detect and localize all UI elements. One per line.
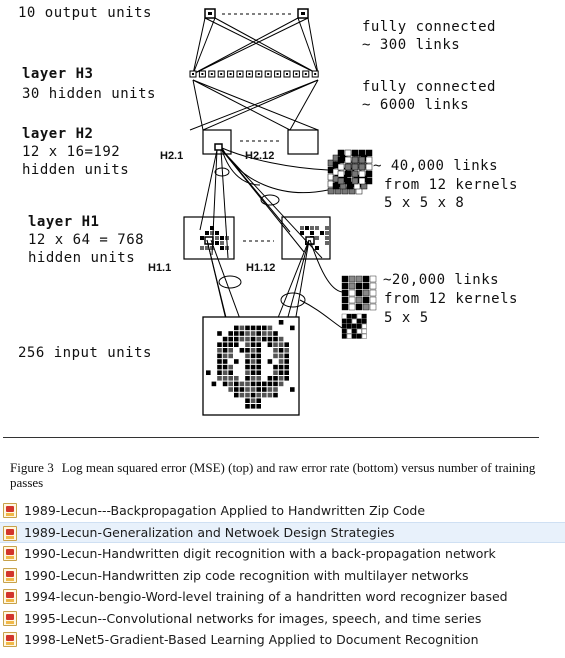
h1-dims-label: 12 x 64 = 768	[28, 232, 145, 248]
h2-kernel-cube	[327, 149, 373, 195]
pdf-file-icon	[3, 632, 17, 647]
figure-number: Figure 3	[10, 460, 54, 475]
h1-title: layer H1	[28, 214, 100, 230]
conn-mid-line2: ~ 6000 links	[362, 97, 470, 113]
file-item-1995-convolutional[interactable]: 1995-Lecun--Convolutional networks for i…	[0, 608, 565, 630]
conn-top-line1: fully connected	[362, 19, 496, 35]
h2-units-label: hidden units	[22, 162, 130, 178]
file-item-1990-handwritten-zip[interactable]: 1990-Lecun-Handwritten zip code recognit…	[0, 565, 565, 587]
h1-kernel-large	[341, 275, 377, 311]
h2-links-line3: 5 x 5 x 8	[384, 195, 465, 211]
input-units-label: 256 input units	[18, 345, 152, 361]
h1-links-line3: 5 x 5	[384, 310, 429, 326]
h1-1-label: H1.1	[148, 262, 172, 274]
output-units-label: 10 output units	[18, 5, 152, 21]
h2-1-label: H2.1	[160, 150, 184, 162]
h2-dims-label: 12 x 16=192	[22, 144, 121, 160]
h1-units-label: hidden units	[28, 250, 136, 266]
pdf-file-icon	[3, 567, 17, 583]
file-item-label: 1994-lecun-bengio-Word-level training of…	[24, 589, 508, 605]
h2-map-last	[287, 129, 319, 155]
file-item-label: 1990-Lecun-Handwritten zip code recognit…	[24, 567, 469, 583]
divider	[3, 437, 539, 438]
file-item-1998-lenet5[interactable]: 1998-LeNet5-Gradient-Based Learning Appl…	[0, 629, 565, 651]
h1-12-label: H1.12	[246, 262, 276, 274]
h2-links-line1: ~ 40,000 links	[373, 158, 499, 174]
pdf-file-icon	[3, 503, 17, 518]
file-item-label: 1989-Lecun---Backpropagation Applied to …	[24, 503, 426, 519]
figure-caption-text: Log mean squared error (MSE) (top) and r…	[10, 460, 536, 490]
file-item-1989-backpropagation[interactable]: 1989-Lecun---Backpropagation Applied to …	[0, 500, 565, 522]
file-list: 1989-Lecun---Backpropagation Applied to …	[0, 500, 565, 651]
file-item-label: 1998-LeNet5-Gradient-Based Learning Appl…	[24, 632, 479, 648]
output-h3-connections	[192, 17, 319, 75]
file-item-label: 1989-Lecun-Generalization and Netwoek De…	[24, 524, 395, 540]
h3-units-label: 30 hidden units	[22, 86, 156, 102]
h2-links-line2: from 12 kernels	[384, 177, 518, 193]
file-item-label: 1990-Lecun-Handwritten digit recognition…	[24, 546, 496, 562]
h1-kernel-small	[341, 313, 367, 339]
pdf-file-icon	[3, 546, 17, 561]
h1-links-line2: from 12 kernels	[384, 291, 518, 307]
conn-mid-line1: fully connected	[362, 79, 496, 95]
h3-unit-row	[189, 70, 319, 78]
pdf-file-icon	[3, 525, 17, 541]
file-item-1990-handwritten-digit[interactable]: 1990-Lecun-Handwritten digit recognition…	[0, 543, 565, 565]
file-item-label: 1995-Lecun--Convolutional networks for i…	[24, 610, 482, 626]
h2-12-label: H2.12	[245, 150, 275, 162]
h2-title: layer H2	[22, 126, 94, 142]
file-item-1989-generalization[interactable]: 1989-Lecun-Generalization and Netwoek De…	[0, 521, 565, 543]
h2-h1-receptive-lines	[199, 149, 323, 259]
network-diagram	[183, 8, 377, 416]
pdf-file-icon	[3, 610, 17, 626]
conn-top-line2: ~ 300 links	[362, 37, 461, 53]
h1-links-line1: ~20,000 links	[383, 272, 500, 288]
h3-h2-connections	[189, 79, 319, 131]
file-item-1994-word-level[interactable]: 1994-lecun-bengio-Word-level training of…	[0, 586, 565, 608]
pdf-file-icon	[3, 589, 17, 604]
input-digit-pixels	[206, 320, 295, 409]
h3-title: layer H3	[22, 66, 94, 82]
